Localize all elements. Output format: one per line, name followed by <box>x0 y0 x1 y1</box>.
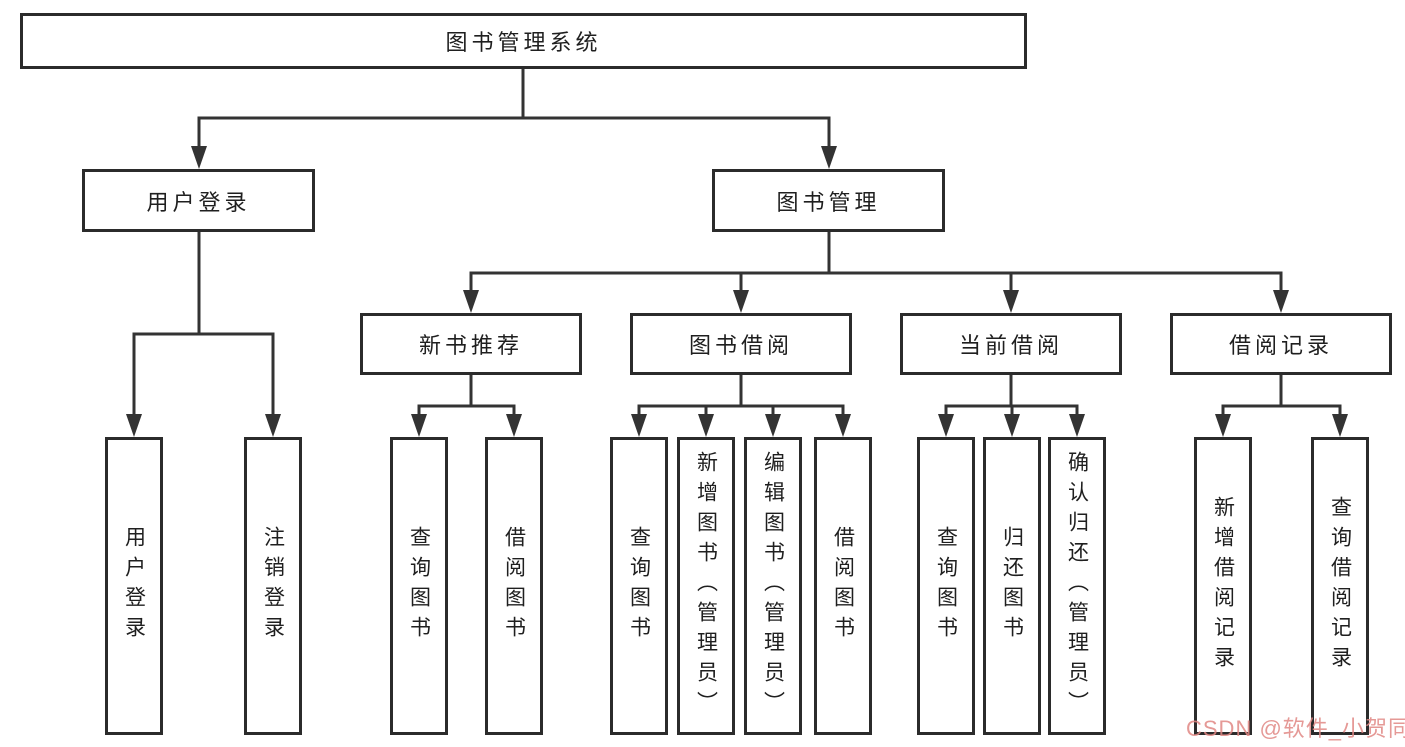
connector-book-management-to-level3 <box>469 232 1283 296</box>
leaf-edit-books-admin: 编辑图书（管理员） <box>744 437 802 735</box>
connector-borrow-records-branch <box>1221 375 1342 420</box>
connector-root-to-level2 <box>197 69 831 152</box>
node-current-borrow: 当前借阅 <box>900 313 1122 375</box>
leaf-query-borrow-record: 查询借阅记录 <box>1311 437 1369 735</box>
leaf-query-books-current: 查询图书 <box>917 437 975 735</box>
node-book-borrow: 图书借阅 <box>630 313 852 375</box>
leaf-return-books: 归还图书 <box>983 437 1041 735</box>
leaf-borrow-books: 借阅图书 <box>814 437 872 735</box>
node-book-management: 图书管理 <box>712 169 945 232</box>
node-new-book-recommend: 新书推荐 <box>360 313 582 375</box>
connector-user-login-branch <box>132 232 275 420</box>
leaf-add-borrow-record: 新增借阅记录 <box>1194 437 1252 735</box>
connector-book-borrow-branch <box>637 375 845 420</box>
leaf-query-books-borrow: 查询图书 <box>610 437 668 735</box>
leaf-user-login: 用户登录 <box>105 437 163 735</box>
node-user-login: 用户登录 <box>82 169 315 232</box>
connector-new-book-recommend-branch <box>417 375 516 420</box>
leaf-add-books-admin: 新增图书（管理员） <box>677 437 735 735</box>
connector-current-borrow-branch <box>944 375 1079 420</box>
leaf-logout: 注销登录 <box>244 437 302 735</box>
leaf-borrow-books-recommend: 借阅图书 <box>485 437 543 735</box>
arrowheads <box>126 146 1348 437</box>
node-library-system: 图书管理系统 <box>20 13 1027 69</box>
leaf-confirm-return-admin: 确认归还（管理员） <box>1048 437 1106 735</box>
leaf-query-books-recommend: 查询图书 <box>390 437 448 735</box>
node-borrow-records: 借阅记录 <box>1170 313 1392 375</box>
